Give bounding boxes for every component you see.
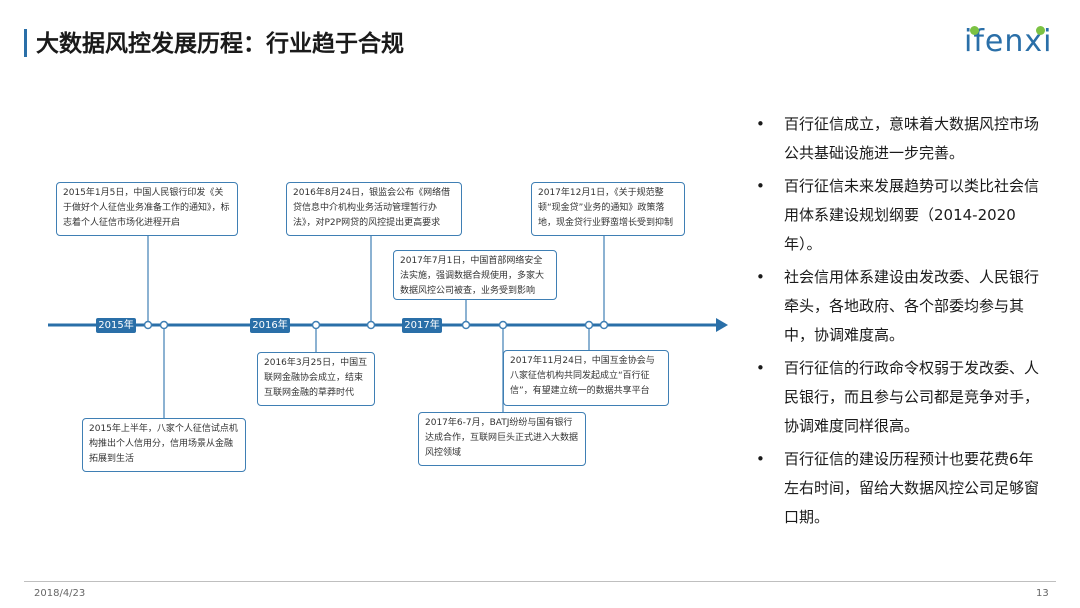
event-box-2017-07: 2017年7月1日，中国首部网络安全法实施，强调数据合规使用，多家大数据风控公司… (393, 250, 557, 300)
year-label-2017: 2017年 (402, 318, 442, 333)
logo-dot-1 (970, 26, 979, 35)
bullet-text: 社会信用体系建设由发改委、人民银行牵头，各地政府、各个部委均参与其中，协调难度高… (784, 268, 1040, 344)
bullet-item: • 百行征信的建设历程预计也要花费6年左右时间，留给大数据风控公司足够窗口期。 (756, 445, 1046, 532)
bullet-item: • 百行征信的行政命令权弱于发改委、人民银行，而且参与公司都是竞争对手，协调难度同… (756, 354, 1046, 441)
bullet-item: • 百行征信未来发展趋势可以类比社会信用体系建设规划纲要（2014-2020年）。 (756, 172, 1046, 259)
timeline-point-4 (366, 320, 376, 330)
page-number: 13 (1036, 588, 1049, 599)
bullet-marker: • (756, 359, 765, 377)
bullet-marker: • (756, 177, 765, 195)
timeline-point-6 (498, 320, 508, 330)
timeline-point-2 (159, 320, 169, 330)
bullet-text: 百行征信未来发展趋势可以类比社会信用体系建设规划纲要（2014-2020年）。 (784, 177, 1040, 253)
title-accent-bar (24, 29, 27, 57)
summary-bullet-list: • 百行征信成立，意味着大数据风控市场公共基础设施进一步完善。 • 百行征信未来发展… (756, 110, 1046, 532)
event-box-2016-08: 2016年8月24日，银监会公布《网络借贷信息中介机构业务活动管理暂行办法》，对… (286, 182, 462, 236)
bullet-marker: • (756, 450, 765, 468)
timeline-point-3 (311, 320, 321, 330)
bullet-text: 百行征信的建设历程预计也要花费6年左右时间，留给大数据风控公司足够窗口期。 (784, 450, 1040, 526)
event-box-2017-11: 2017年11月24日，中国互金协会与八家征信机构共同发起成立“百行征信”，有望… (503, 350, 669, 406)
timeline-arrowhead (716, 318, 728, 332)
event-box-2016-03: 2016年3月25日，中国互联网金融协会成立，结束互联网金融的草莽时代 (257, 352, 375, 406)
footer-date: 2018/4/23 (34, 588, 86, 599)
bullet-text: 百行征信成立，意味着大数据风控市场公共基础设施进一步完善。 (784, 115, 1040, 162)
logo-dot-2 (1036, 26, 1045, 35)
event-box-2015-h1: 2015年上半年，八家个人征信试点机构推出个人信用分，信用场景从金融拓展到生活 (82, 418, 246, 472)
timeline-point-7 (584, 320, 594, 330)
timeline-point-8 (599, 320, 609, 330)
page-title: 大数据风控发展历程：行业趋于合规 (36, 31, 404, 57)
bullet-text: 百行征信的行政命令权弱于发改委、人民银行，而且参与公司都是竞争对手，协调难度同样… (784, 359, 1040, 435)
bullet-marker: • (756, 115, 765, 133)
year-label-2015: 2015年 (96, 318, 136, 333)
bullet-marker: • (756, 268, 765, 286)
footer-divider (24, 581, 1056, 582)
event-box-2017-06-07: 2017年6-7月，BATJ纷纷与国有银行达成合作，互联网巨头正式进入大数据风控… (418, 412, 586, 466)
timeline-point-1 (143, 320, 153, 330)
event-box-2015-01: 2015年1月5日，中国人民银行印发《关于做好个人征信业务准备工作的通知》，标志… (56, 182, 238, 236)
year-label-2016: 2016年 (250, 318, 290, 333)
bullet-item: • 社会信用体系建设由发改委、人民银行牵头，各地政府、各个部委均参与其中，协调难度… (756, 263, 1046, 350)
timeline-point-5 (461, 320, 471, 330)
event-box-2017-12: 2017年12月1日，《关于规范整顿“现金贷”业务的通知》政策落地，现金贷行业野… (531, 182, 685, 236)
bullet-item: • 百行征信成立，意味着大数据风控市场公共基础设施进一步完善。 (756, 110, 1046, 168)
